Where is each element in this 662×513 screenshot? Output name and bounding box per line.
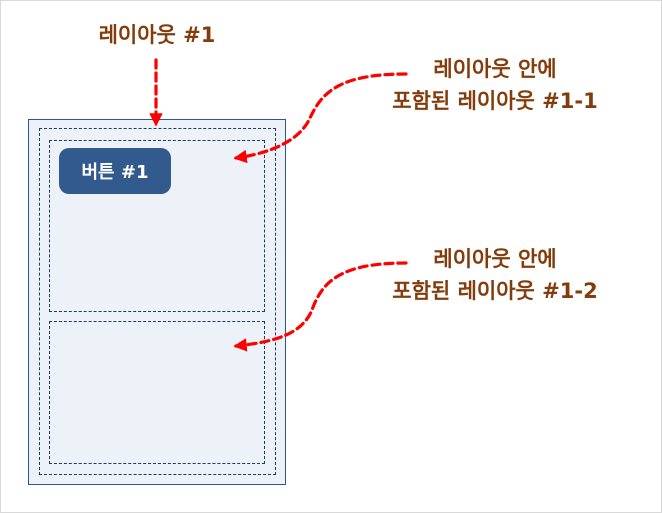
layout-1-2-label-line2: 포함된 레이아웃 #1-2 — [392, 278, 598, 303]
layout-1-label: 레이아웃 #1 — [72, 20, 242, 52]
layout-1-1-box — [49, 140, 265, 312]
arrow-to-layout-1-1 — [233, 72, 408, 164]
layout-1-boundary — [39, 128, 276, 475]
layout-1-2-box — [49, 321, 265, 464]
button-1[interactable]: 버튼 #1 — [59, 148, 171, 194]
arrow-to-layout-1-2 — [233, 261, 408, 352]
layout-1-1-label: 레이아웃 안에 포함된 레이아웃 #1-1 — [360, 54, 630, 117]
layout-1-2-label: 레이아웃 안에 포함된 레이아웃 #1-2 — [360, 244, 630, 307]
layout-1-1-label-line2: 포함된 레이아웃 #1-1 — [392, 88, 598, 113]
layout-1-label-text: 레이아웃 #1 — [98, 23, 216, 47]
layout-1-2-label-line1: 레이아웃 안에 — [433, 247, 557, 271]
layout-1-1-label-line1: 레이아웃 안에 — [433, 57, 557, 81]
